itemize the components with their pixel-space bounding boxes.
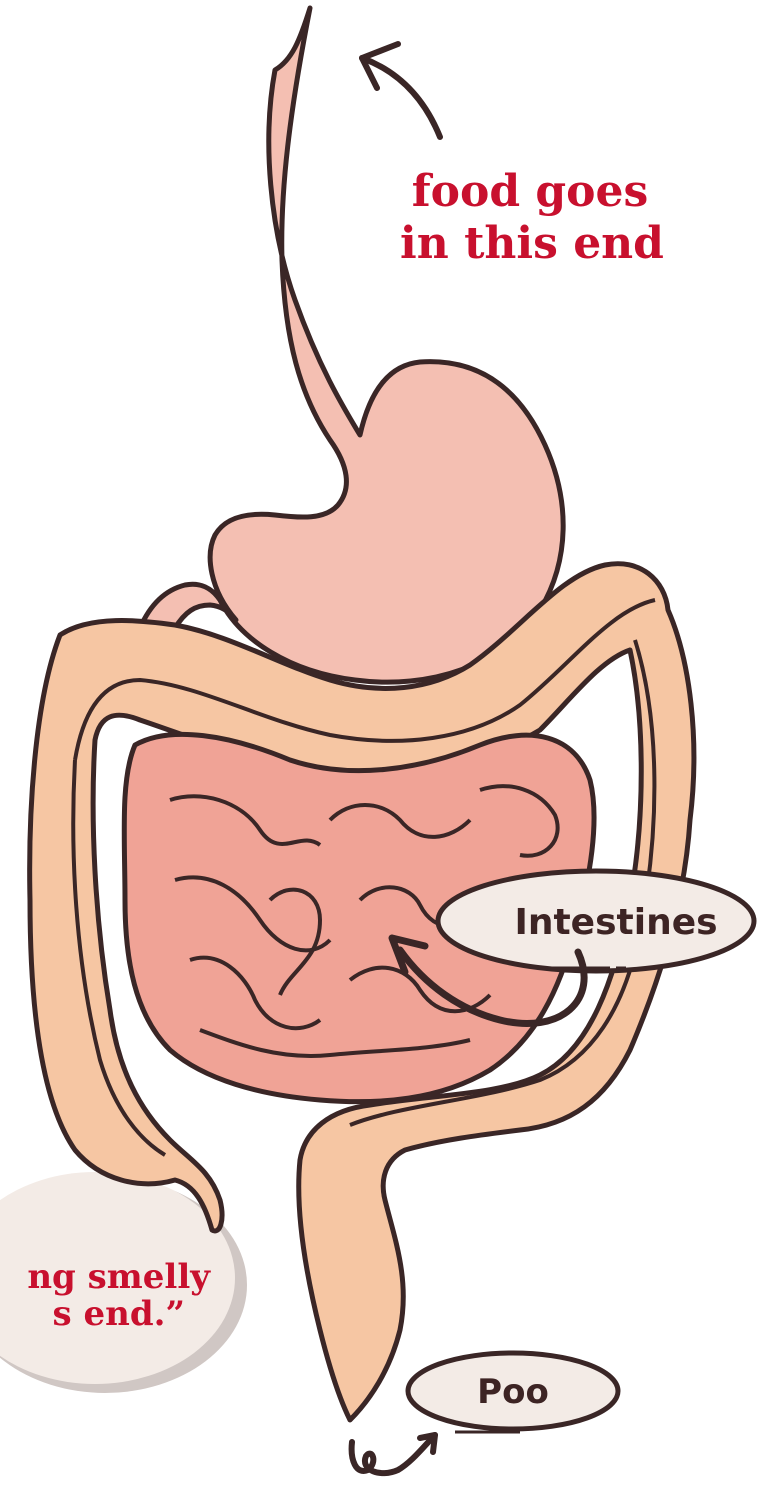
bottom-quote-line1: ng smelly xyxy=(27,1257,211,1297)
esophagus-stomach xyxy=(140,8,563,682)
bottom-quote-line2: s end.” xyxy=(53,1294,186,1334)
top-note-line2: in this end xyxy=(400,218,664,269)
squiggle-arrow-icon xyxy=(352,1435,435,1473)
intestines-label-text: Intestines xyxy=(514,902,717,943)
poo-label-text: Poo xyxy=(477,1372,549,1412)
intestines-label: Intestines xyxy=(438,871,754,971)
curved-arrow-icon xyxy=(362,44,440,137)
poo-label: Poo xyxy=(408,1353,618,1432)
top-note-line1: food goes xyxy=(412,166,649,217)
